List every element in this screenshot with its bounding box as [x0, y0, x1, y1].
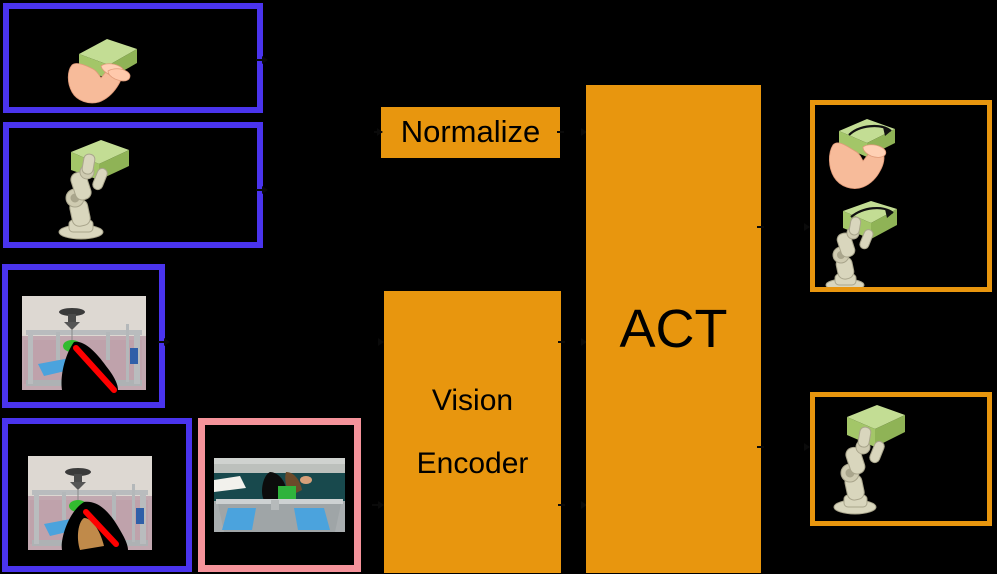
connector-arrow-ve-out-bottom: [581, 501, 587, 509]
panel-media-hand-robot-arrows: [815, 105, 987, 287]
connector-tick-ve-out-bottom: [558, 504, 565, 506]
input-panel-wrist-camera-view[interactable]: [198, 418, 361, 572]
input-panel-hand-holding-block[interactable]: [3, 3, 263, 113]
illustration-robot-holding-block: [9, 128, 257, 242]
illustration-hand-robot-with-arrows: [815, 105, 987, 287]
connector-arrow-ve-in-top: [378, 338, 384, 346]
output-panel-hand-and-robot-trajectory[interactable]: [810, 100, 992, 292]
vision-encoder-label: Vision Encoder: [417, 385, 529, 480]
connector-tick-input4: [372, 504, 379, 506]
process-box-vision-encoder[interactable]: Vision Encoder: [384, 291, 561, 573]
connector-tick-normalize-out: [557, 131, 564, 133]
connector-arrow-ve-out-top: [581, 338, 587, 346]
process-box-normalize[interactable]: Normalize: [381, 107, 560, 158]
connector-arrow-act-out-top: [804, 223, 810, 231]
connector-arrow-input1: [262, 56, 268, 64]
process-box-act[interactable]: ACT: [586, 85, 761, 573]
illustration-camera-rig-b: [8, 424, 186, 566]
connector-arrow-input2: [262, 186, 268, 194]
connector-tick-ve-out-top: [558, 341, 565, 343]
vision-encoder-label-line1: Vision: [431, 383, 514, 417]
illustration-robot-pose-output: [815, 397, 987, 521]
vision-encoder-label-line2: Encoder: [416, 446, 529, 480]
panel-media-wrist-cam: [205, 425, 354, 565]
connector-tick-input3: [158, 341, 165, 343]
panel-media-robot-block-out: [815, 397, 987, 521]
connector-tick-act-out-bottom: [757, 446, 764, 448]
illustration-hand-holding-block: [9, 9, 257, 107]
normalize-label: Normalize: [400, 114, 541, 150]
output-panel-robot-pose[interactable]: [810, 392, 992, 526]
input-panel-third-person-view-b[interactable]: [2, 418, 192, 572]
connector-arrow-normalize-out: [581, 128, 587, 136]
connector-tick-input1: [256, 59, 263, 61]
connector-tick-input2: [256, 189, 263, 191]
act-label: ACT: [619, 298, 728, 359]
input-panel-third-person-view-a[interactable]: [2, 264, 165, 408]
panel-media-camera-rig-a: [8, 270, 159, 402]
illustration-wrist-camera: [205, 425, 354, 565]
connector-arrow-act-out-bottom: [804, 443, 810, 451]
illustration-camera-rig-a: [8, 270, 159, 402]
connector-arrow-normalize-in: [377, 128, 383, 136]
panel-media-camera-rig-b: [8, 424, 186, 566]
connector-arrow-input3: [164, 338, 170, 346]
connector-arrow-ve-in-bottom: [378, 501, 384, 509]
panel-media-hand-block: [9, 9, 257, 107]
input-panel-robot-holding-block[interactable]: [3, 122, 263, 248]
panel-media-robot-block: [9, 128, 257, 242]
connector-tick-act-out-top: [757, 226, 764, 228]
